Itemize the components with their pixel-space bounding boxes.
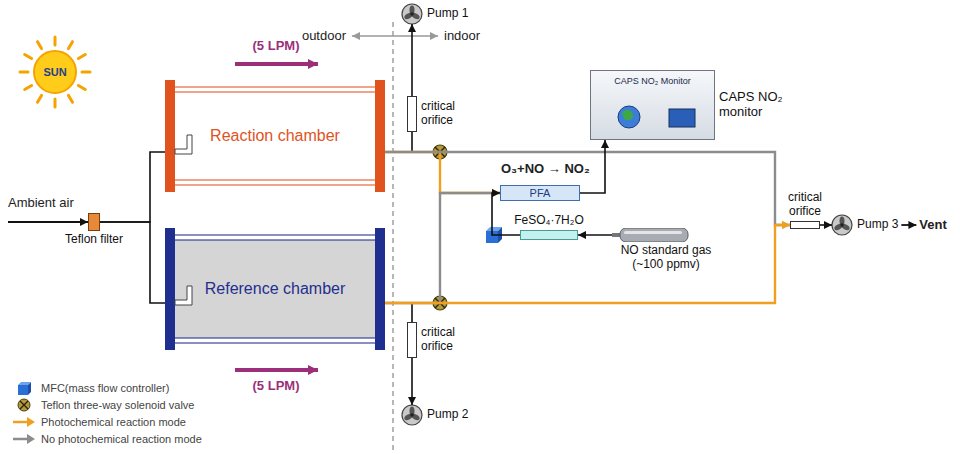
node-caption: Pump 1 xyxy=(427,7,468,21)
node-caption: critical orifice xyxy=(421,100,473,128)
pump: Pump 2 xyxy=(402,405,422,425)
annotation-label: (5 LPM) xyxy=(253,379,300,394)
legend-sample xyxy=(12,381,36,395)
node-caption: critical orifice xyxy=(421,326,473,354)
annotation-label: Vent xyxy=(919,218,946,233)
legend-text: No photochemical reaction mode xyxy=(41,433,202,445)
pump-icon xyxy=(402,405,422,425)
node-caption: FeSO₄·7H₂O xyxy=(514,214,584,228)
reference-chamber: Reference chamber xyxy=(165,228,385,350)
pump: Pump 3 xyxy=(832,215,852,235)
region-label: outdoor xyxy=(302,29,346,44)
flow-arrow xyxy=(235,62,318,66)
pump-icon xyxy=(832,215,852,235)
legend-text: Photochemical reaction mode xyxy=(41,416,186,428)
flow-connector xyxy=(578,234,612,236)
node-caption: Pump 2 xyxy=(427,408,468,422)
critical-orifice: critical orifice xyxy=(407,96,417,132)
node-caption: Teflon filter xyxy=(65,233,123,247)
sun-circle: SUN xyxy=(33,50,77,94)
flow-connector xyxy=(385,152,790,225)
flow-connector xyxy=(411,358,413,405)
node-caption: Pump 3 xyxy=(857,218,898,232)
flow-connector xyxy=(411,24,413,96)
legend-row: MFC(mass flow controller) xyxy=(12,380,169,395)
critical-orifice: critical orifice xyxy=(407,322,417,358)
inlet-line xyxy=(8,221,88,223)
node-text: Reaction chamber xyxy=(210,127,340,145)
node-text: NO standard gas (~100 ppmv) xyxy=(612,244,720,272)
direction-arrow xyxy=(352,35,438,37)
boundary-line xyxy=(392,22,393,450)
reaction-chamber: Reaction chamber xyxy=(165,80,385,192)
gas-cylinder: NO standard gas (~100 ppmv) xyxy=(612,228,720,270)
legend-row: Teflon three-way solenoid valve xyxy=(12,397,194,412)
pump-icon xyxy=(402,4,422,24)
node-caption: CAPS NO₂ monitor xyxy=(719,90,783,120)
node-text: SUN xyxy=(43,66,66,79)
legend-sample xyxy=(12,415,36,429)
legend-sample xyxy=(12,398,36,412)
filter-box: Teflon filter xyxy=(88,213,100,231)
node-caption: critical orifice xyxy=(779,191,831,219)
flow-connector xyxy=(100,152,165,222)
pfa-tube: PFA xyxy=(500,185,580,201)
annotation-label: (5 LPM) xyxy=(253,39,300,54)
annotation-label: O₃+NO → NO₂ xyxy=(500,162,591,177)
pump: Pump 1 xyxy=(402,4,422,24)
node-text: CAPS NO₂ Monitor xyxy=(614,76,691,86)
legend-row: Photochemical reaction mode xyxy=(12,414,186,429)
region-label: indoor xyxy=(444,29,480,44)
flow-connector xyxy=(385,303,412,322)
chamber-body xyxy=(165,80,385,192)
annotation-label: Ambient air xyxy=(8,196,74,211)
flow-connector xyxy=(385,225,790,303)
legend-sample xyxy=(12,432,36,446)
gas-cylinder-icon xyxy=(612,228,692,242)
chamber-body xyxy=(165,228,385,350)
legend-row: No photochemical reaction mode xyxy=(12,431,202,446)
feso4-tube: FeSO₄·7H₂O xyxy=(520,230,578,240)
flow-connector xyxy=(820,224,832,226)
flow-connector xyxy=(385,193,500,303)
flow-connector xyxy=(385,152,500,193)
sun-rays xyxy=(20,37,90,107)
legend-text: MFC(mass flow controller) xyxy=(41,382,169,394)
flow-connector xyxy=(385,132,412,152)
node-text: Reference chamber xyxy=(205,280,346,298)
critical-orifice: critical orifice xyxy=(790,221,820,229)
legend-text: Teflon three-way solenoid valve xyxy=(41,399,194,411)
caps-monitor: CAPS NO₂ MonitorCAPS NO₂ monitor xyxy=(590,70,715,140)
flow-arrow xyxy=(235,368,318,372)
node-text: PFA xyxy=(530,187,551,200)
vent-arrow xyxy=(901,224,916,226)
